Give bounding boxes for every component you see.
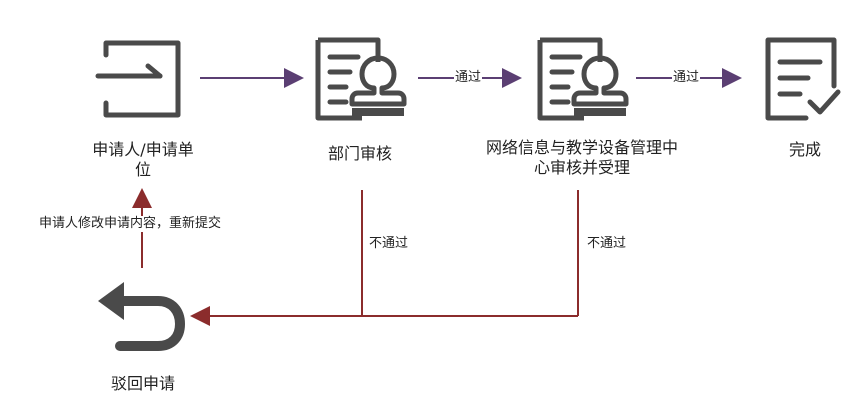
dept-review-label: 部门审核 [327,144,392,163]
login-icon [95,40,181,118]
center-review-label: 网络信息与教学设备管理中 心审核并受理 [462,138,702,178]
fail-arrows [132,188,579,326]
checklist-icon [765,37,841,121]
fail-label-2: 不通过 [586,236,628,252]
undo-icon [98,282,185,351]
document-stamp-icon [315,37,407,121]
pass-label-2: 通过 [672,70,701,86]
fail-label-1: 不通过 [368,236,410,252]
center-review-label-line1: 网络信息与教学设备管理中 [485,138,678,157]
reject-label: 驳回申请 [110,374,175,393]
document-stamp-icon [537,37,629,121]
applicant-label-line2: 位 [134,160,151,179]
resubmit-label: 申请人修改申请内容，重新提交 [38,216,223,232]
applicant-label-line1: 申请人/申请单 [92,140,194,159]
applicant-label: 申请人/申请单 位 [70,140,216,180]
pass-label-1: 通过 [454,70,483,86]
complete-label: 完成 [788,140,821,159]
center-review-label-line2: 心审核并受理 [533,158,630,177]
